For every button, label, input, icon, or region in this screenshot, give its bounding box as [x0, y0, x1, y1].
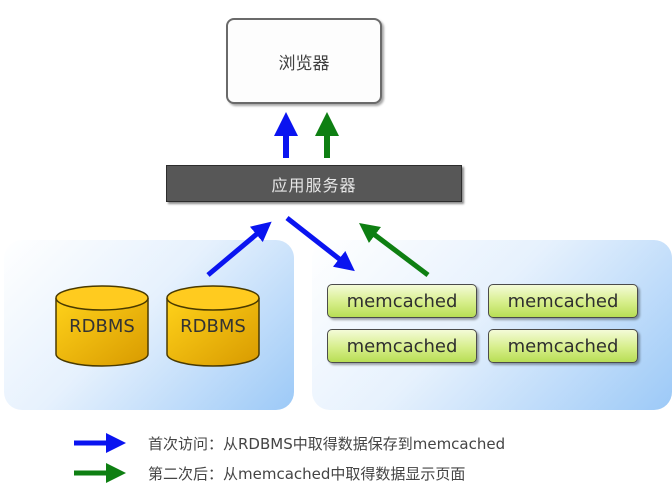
database-cylinder: RDBMS	[165, 284, 261, 368]
memcached-node: memcached	[327, 329, 477, 363]
memcached-node: memcached	[488, 329, 638, 363]
database-label: RDBMS	[69, 316, 135, 337]
arrow-db-to-server	[206, 221, 272, 277]
memcached-node: memcached	[488, 284, 638, 318]
legend-first-access-text: 首次访问：从RDBMS中取得数据保存到memcached	[148, 435, 506, 453]
arrow-memcached-to-server	[359, 222, 430, 277]
database-cylinder: RDBMS	[54, 284, 150, 368]
app-server-label: 应用服务器	[271, 175, 357, 195]
memcached-label: memcached	[346, 290, 458, 312]
database-label: RDBMS	[180, 316, 246, 337]
cache-group-panel	[312, 240, 672, 410]
memcached-label: memcached	[507, 290, 619, 312]
database-icon	[166, 285, 260, 367]
memcached-label: memcached	[346, 335, 458, 357]
memcached-node: memcached	[327, 284, 477, 318]
browser-label: 浏览器	[278, 53, 330, 74]
legend-second-access-text: 第二次后：从memcached中取得数据显示页面	[148, 465, 466, 483]
app-server-node: 应用服务器	[166, 165, 462, 202]
arrow-server-to-memcached	[285, 216, 355, 272]
database-icon	[55, 285, 149, 367]
browser-node: 浏览器	[226, 18, 382, 104]
memcached-label: memcached	[507, 335, 619, 357]
